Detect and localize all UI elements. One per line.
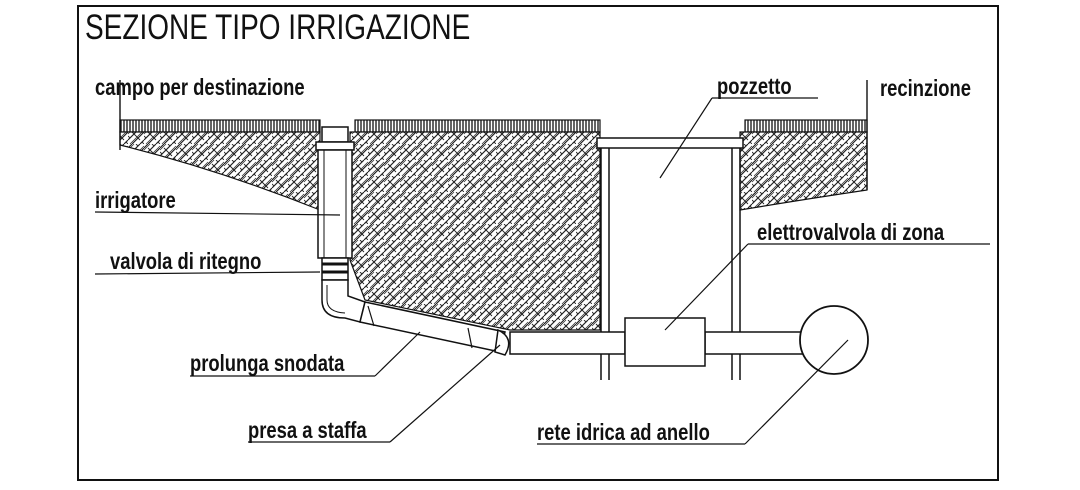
label-recinzione: recinzione: [880, 75, 972, 101]
turf-strip: [119, 119, 868, 133]
label-elettrovalvola: elettrovalvola di zona: [757, 219, 945, 245]
saddle-fitting: [494, 328, 510, 356]
soil-left: [119, 131, 321, 211]
extension-pipe: [359, 301, 506, 353]
label-pozzetto: pozzetto: [717, 73, 792, 99]
label-rete: rete idrica ad anello: [537, 419, 710, 445]
check-valve: [321, 257, 349, 281]
soil-right: [739, 131, 868, 211]
label-prolunga: prolunga snodata: [190, 350, 345, 376]
swing-joint-elbow: [321, 279, 366, 323]
drawing-frame: [77, 5, 999, 481]
soil-trench: [349, 131, 601, 331]
label-valvola: valvola di ritegno: [110, 248, 262, 274]
label-irrigatore: irrigatore: [95, 187, 176, 213]
leader-lines: [94, 97, 990, 445]
label-presa: presa a staffa: [248, 417, 367, 443]
page-title: SEZIONE TIPO IRRIGAZIONE: [85, 8, 471, 47]
label-campo: campo per destinazione: [95, 74, 305, 100]
sprinkler-body: [315, 126, 355, 259]
solenoid-valve: [624, 317, 706, 367]
main-pipe: [509, 331, 806, 355]
ring-main-pipe: [799, 305, 869, 375]
